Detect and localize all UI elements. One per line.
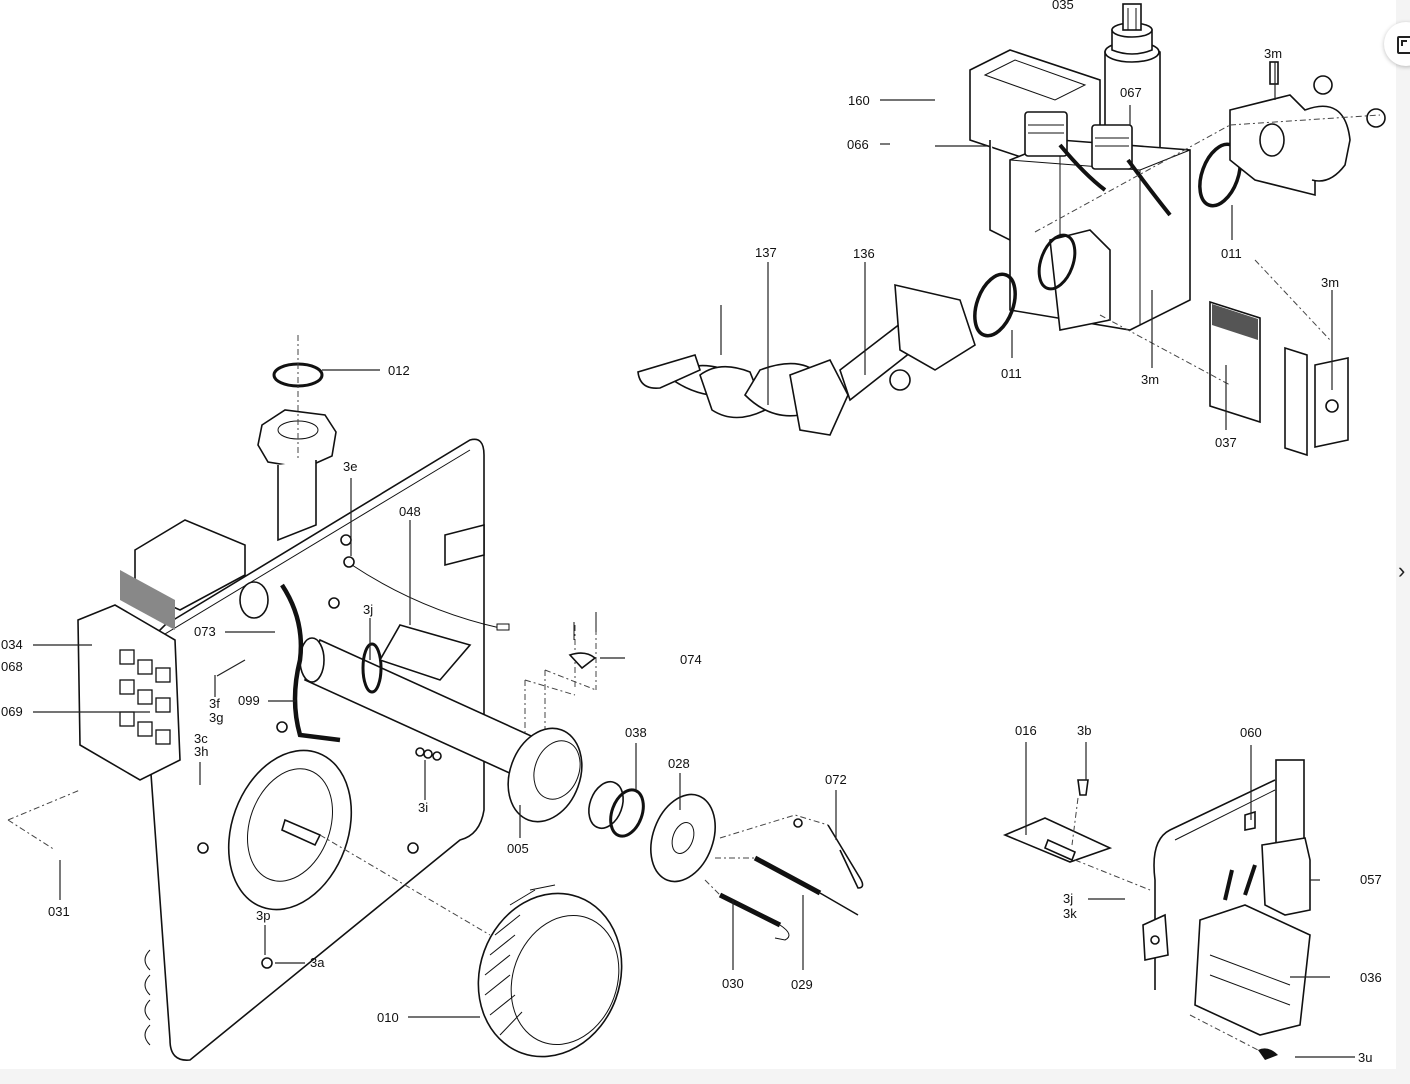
diagram-image: 035 160 066 067 3m 011 137 136 011 3m 03… [0,0,1396,1069]
label-3m-right: 3m [1321,275,1339,290]
exploded-parts-drawing: 035 160 066 067 3m 011 137 136 011 3m 03… [1,0,1386,1065]
label-005: 005 [507,841,529,856]
label-012: 012 [388,363,410,378]
fan-wheel [477,884,623,1058]
label-099: 099 [238,693,260,708]
label-038: 038 [625,725,647,740]
label-066: 066 [847,137,869,152]
label-073: 073 [194,624,216,639]
electrodes [704,814,864,941]
next-image-button[interactable]: › [1398,558,1406,583]
label-3b: 3b [1077,723,1091,738]
label-3a: 3a [310,955,325,970]
label-160: 160 [848,93,870,108]
label-067: 067 [1120,85,1142,100]
burner-housing [7,335,597,1061]
label-3m-mid: 3m [1141,372,1159,387]
label-068: 068 [1,659,23,674]
label-3m-top: 3m [1264,46,1282,61]
label-3e: 3e [343,459,357,474]
leader-lines [33,62,1355,1058]
label-016: 016 [1015,723,1037,738]
label-048: 048 [399,504,421,519]
label-029: 029 [791,977,813,992]
label-3h: 3h [194,744,208,759]
label-031: 031 [48,904,70,919]
label-3c: 3c [194,731,208,746]
label-028: 028 [668,756,690,771]
label-3p: 3p [256,908,270,923]
label-011-top: 011 [1221,246,1242,261]
label-035: 035 [1052,0,1074,12]
label-3g: 3g [209,710,223,725]
label-3j-bottom: 3j [1063,891,1073,906]
blast-tube-head [507,612,716,883]
label-3f: 3f [209,696,220,711]
label-069: 069 [1,704,23,719]
label-3k: 3k [1063,906,1077,921]
label-3i: 3i [418,800,428,815]
ignition-unit [1002,759,1311,1060]
label-057: 057 [1360,872,1382,887]
label-010: 010 [377,1010,399,1025]
label-037: 037 [1215,435,1237,450]
label-3j-top: 3j [363,602,373,617]
label-011-mid: 011 [1001,366,1022,381]
gas-valve-assembly [969,3,1386,457]
open-in-new-window-icon [1397,36,1410,54]
label-036: 036 [1360,970,1382,985]
label-136: 136 [853,246,875,261]
label-030: 030 [722,976,744,991]
label-3u: 3u [1358,1050,1372,1065]
label-137: 137 [755,245,777,260]
label-072: 072 [825,772,847,787]
part-labels: 035 160 066 067 3m 011 137 136 011 3m 03… [1,0,1382,1065]
label-034: 034 [1,637,23,652]
gas-pipe-assembly [637,283,976,436]
label-074: 074 [680,652,702,667]
label-060: 060 [1240,725,1262,740]
